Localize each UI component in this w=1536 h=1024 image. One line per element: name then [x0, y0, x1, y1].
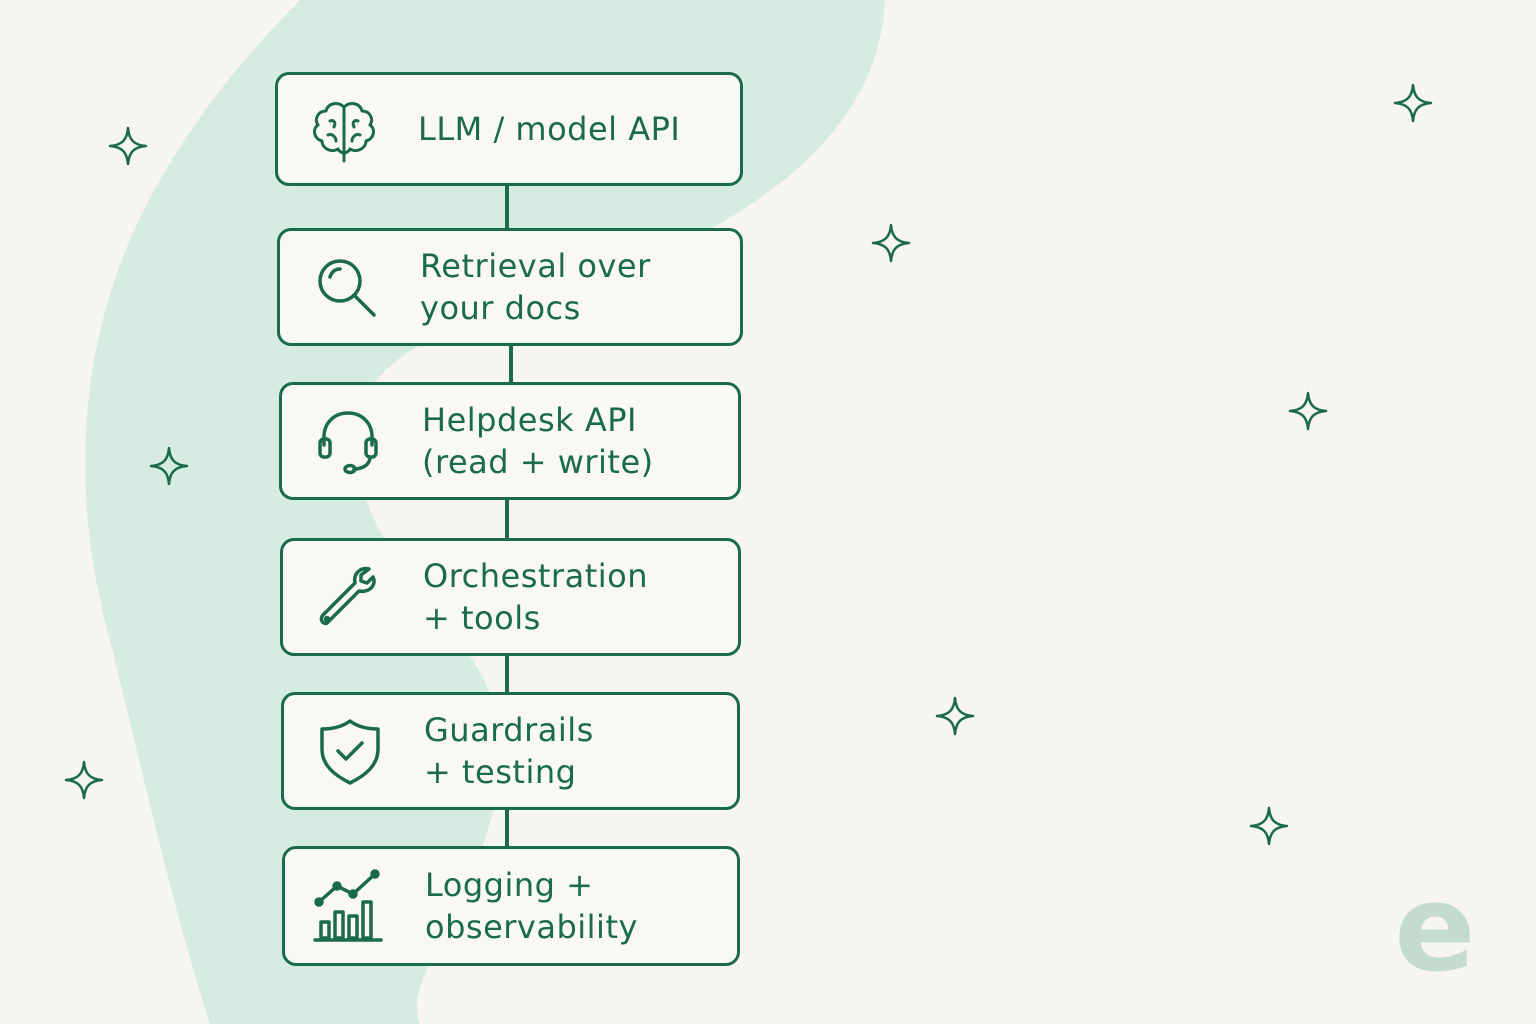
stack-box-guardrails: Guardrails + testing	[281, 692, 740, 810]
sparkle-icon	[1249, 806, 1289, 846]
headset-icon	[310, 403, 386, 479]
stack-label-line: (read + write)	[422, 443, 654, 481]
sparkle-icon	[108, 126, 148, 166]
stack-label-line: Orchestration	[423, 557, 648, 595]
sparkle-icon	[871, 223, 911, 263]
stack-box-logging: Logging + observability	[282, 846, 740, 966]
brain-icon	[306, 91, 382, 167]
stack-label-line: + testing	[424, 753, 577, 791]
stack-label-line: Guardrails	[424, 711, 594, 749]
sparkle-icon	[1393, 83, 1433, 123]
connector-line	[505, 498, 509, 540]
shield-check-icon	[312, 713, 388, 789]
stack-label-line: + tools	[423, 599, 541, 637]
brand-logo: e	[1394, 860, 1476, 999]
sparkle-icon	[935, 696, 975, 736]
stack-box-orchestration: Orchestration + tools	[280, 538, 741, 656]
stack-label-line: Logging +	[425, 866, 594, 904]
stack-label-line: Helpdesk API	[422, 401, 637, 439]
stack-box-llm: LLM / model API	[275, 72, 743, 186]
stack-label: Guardrails + testing	[424, 709, 717, 793]
magnifier-icon	[308, 249, 384, 325]
stack-label-line: LLM / model API	[418, 110, 681, 148]
stack-box-helpdesk: Helpdesk API (read + write)	[279, 382, 741, 500]
connector-line	[509, 344, 513, 384]
stack-label-line: your docs	[420, 289, 581, 327]
stack-label: Helpdesk API (read + write)	[422, 399, 718, 483]
wrench-icon	[311, 559, 387, 635]
sparkle-icon	[1288, 391, 1328, 431]
stack-label-line: Retrieval over	[420, 247, 651, 285]
stack-label: Logging + observability	[425, 864, 717, 948]
stack-label: LLM / model API	[418, 108, 720, 150]
sparkle-icon	[149, 446, 189, 486]
connector-line	[505, 808, 509, 848]
connector-line	[505, 184, 509, 230]
chart-icon	[313, 868, 389, 944]
connector-line	[505, 654, 509, 694]
stack-label: Orchestration + tools	[423, 555, 718, 639]
stack-label: Retrieval over your docs	[420, 245, 720, 329]
stack-box-retrieval: Retrieval over your docs	[277, 228, 743, 346]
sparkle-icon	[64, 760, 104, 800]
stack-label-line: observability	[425, 908, 638, 946]
